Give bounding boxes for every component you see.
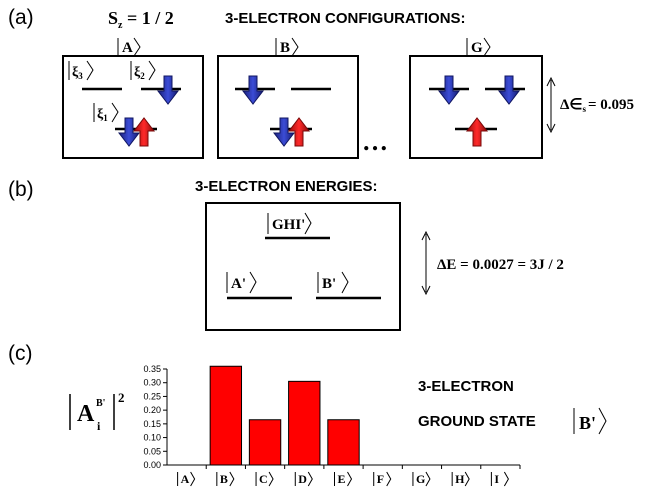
sz-subscript: z	[118, 20, 123, 31]
x-ket-angle	[425, 471, 431, 487]
svg-text:B': B'	[579, 413, 596, 433]
gap-label-b: ΔE = 0.0027 = 3J / 2	[437, 257, 564, 273]
x-tick-label-b: B	[220, 472, 228, 486]
config-box-g	[409, 55, 543, 159]
sz-label: S	[108, 8, 118, 28]
spin-down-arrow	[156, 75, 180, 105]
bar-b	[209, 365, 243, 466]
x-tick-label-i: I	[494, 472, 499, 486]
x-ket-angle	[464, 471, 470, 487]
y-axis-label: A B' i 2	[69, 390, 125, 433]
spin-down-arrow	[497, 75, 521, 105]
gap-arrow-b	[421, 230, 431, 296]
spin-up-arrow	[287, 117, 311, 147]
level-label-a-prime: A'	[226, 271, 257, 294]
svg-text:B: B	[280, 40, 290, 56]
legend-line-1: 3-ELECTRON	[418, 378, 514, 395]
x-ket-angle	[268, 471, 274, 487]
configurations-title: 3-ELECTRON CONFIGURATIONS:	[225, 10, 466, 27]
ket-label-a: A	[117, 37, 141, 57]
ellipsis: …	[362, 127, 388, 156]
orbital-label-xi3: ξ3	[68, 60, 94, 81]
amplitude-chart: 0.00 0.05 0.10 0.15 0.20 0.25 0.30 0.35A B C D E F G H…	[143, 364, 521, 487]
spin-up-arrow	[132, 117, 156, 147]
y-tick-label: 0.05	[143, 446, 161, 456]
x-tick-label-h: H	[455, 472, 465, 486]
x-ket-angle	[190, 471, 196, 487]
energy-box	[205, 202, 401, 331]
svg-text:A: A	[122, 40, 133, 56]
panel-a-label: (a)	[8, 6, 34, 29]
x-tick-label-c: C	[259, 472, 268, 486]
legend-ket: B'	[573, 407, 607, 435]
x-ket-angle	[503, 471, 509, 487]
svg-text:i: i	[97, 419, 101, 433]
panel-b: (b) 3-ELECTRON ENERGIES: GHI' A' B' ΔE =…	[8, 178, 564, 331]
x-ket-angle	[307, 471, 313, 487]
energies-title: 3-ELECTRON ENERGIES:	[195, 178, 378, 195]
legend-line-2: GROUND STATE	[418, 413, 536, 430]
svg-text:ξ1: ξ1	[97, 107, 108, 123]
x-ket-angle	[386, 471, 392, 487]
level-label-b-prime: B'	[317, 271, 349, 294]
svg-text:2: 2	[118, 390, 125, 405]
bar-e	[327, 419, 360, 466]
orbital-label-xi2: ξ2	[130, 60, 156, 81]
y-tick-label: 0.10	[143, 433, 161, 443]
spin-down-arrow	[241, 75, 265, 105]
panel-b-label: (b)	[8, 178, 34, 201]
level-label-ghi: GHI'	[267, 212, 312, 235]
panel-c-label: (c)	[8, 342, 33, 365]
x-ket-angle	[347, 471, 353, 487]
x-tick-label-g: G	[416, 472, 425, 486]
y-tick-label: 0.00	[143, 460, 161, 470]
svg-text:G: G	[471, 40, 483, 56]
spin-down-arrow	[272, 117, 296, 147]
gap-arrow-a	[546, 76, 556, 134]
x-tick-label-e: E	[338, 472, 346, 486]
y-tick-label: 0.25	[143, 391, 161, 401]
ket-label-b: B	[275, 37, 299, 57]
panel-a: (a) Sz = 1 / 2 3-ELECTRON CONFIGURATIONS…	[8, 6, 634, 159]
x-ket-angle	[229, 471, 235, 487]
config-box-a	[62, 55, 204, 159]
svg-text:Sz = 1 / 2: Sz = 1 / 2	[108, 8, 174, 31]
svg-text:ξ3: ξ3	[72, 65, 83, 81]
panel-c: (c) A B' i 2 0.00 0.05 0.10 0.15 0.20 0.25 0.3…	[8, 342, 607, 487]
y-tick-label: 0.15	[143, 419, 161, 429]
spin-down-arrow	[117, 117, 141, 147]
svg-text:B': B'	[96, 398, 106, 409]
x-tick-label-f: F	[377, 472, 384, 486]
y-tick-label: 0.30	[143, 378, 161, 388]
orbital-label-xi1: ξ1	[93, 102, 119, 123]
sz-value: = 1 / 2	[122, 8, 173, 28]
spin-down-arrow	[437, 75, 461, 105]
bar-d	[288, 380, 321, 466]
svg-text:A: A	[77, 401, 95, 427]
svg-text:A': A'	[231, 276, 246, 292]
svg-text:B': B'	[322, 276, 336, 292]
x-tick-label-a: A	[181, 472, 190, 486]
ket-label-g: G	[466, 37, 491, 57]
y-tick-label: 0.20	[143, 405, 161, 415]
gap-label-a: Δ∈s= 0.095	[560, 97, 634, 114]
x-tick-label-d: D	[298, 472, 307, 486]
spin-up-arrow	[465, 117, 489, 147]
bar-c	[248, 419, 282, 466]
y-tick-label: 0.35	[143, 364, 161, 374]
svg-text:ξ2: ξ2	[134, 65, 145, 81]
svg-text:GHI': GHI'	[272, 217, 305, 233]
config-box-b	[217, 55, 359, 159]
